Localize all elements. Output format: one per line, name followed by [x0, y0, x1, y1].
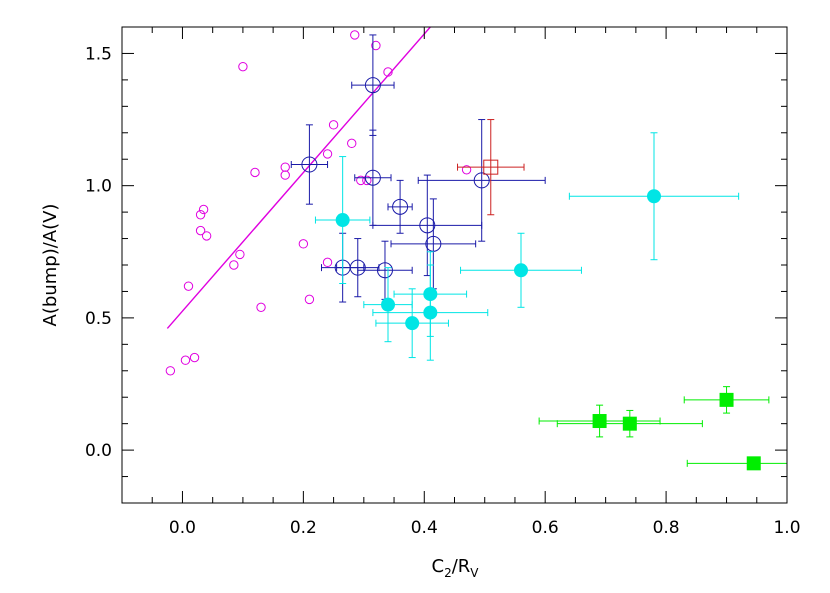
y-tick-label: 0.0: [85, 441, 112, 461]
data-point: [180, 355, 191, 365]
data-point: [350, 30, 360, 40]
fit-line: [166, 27, 431, 329]
data-point: [719, 392, 734, 407]
data-point: [483, 159, 499, 175]
x-axis-label: C2/RV: [431, 556, 479, 580]
data-point: [364, 77, 381, 94]
data-point: [195, 225, 206, 236]
data-point: [371, 40, 381, 51]
data-point: [304, 294, 315, 305]
x-tick-label: 1.0: [773, 518, 800, 538]
data-point: [405, 316, 420, 331]
data-point: [423, 305, 438, 320]
data-point: [280, 162, 290, 172]
data-point: [229, 260, 239, 270]
y-tick-label: 1.5: [85, 44, 112, 64]
data-point: [301, 156, 318, 173]
data-point: [347, 138, 357, 149]
x-tick-label: 0.8: [653, 518, 680, 538]
data-point: [298, 239, 309, 249]
data-point: [473, 172, 490, 189]
data-point: [322, 257, 333, 268]
data-point: [335, 213, 350, 228]
plot-marks: [165, 27, 787, 471]
x-tick-label: 0.0: [169, 518, 196, 538]
x-tick-label: 0.6: [532, 518, 559, 538]
data-point: [195, 210, 206, 220]
data-point: [622, 416, 637, 431]
data-point: [746, 456, 761, 471]
data-point: [381, 297, 395, 312]
data-point: [235, 249, 245, 260]
axis-ticks: 0.0 0.2 0.4 0.6 0.8 1.0 0.0 0.5 1.0 1.5: [85, 26, 801, 538]
data-point: [201, 231, 212, 241]
data-point: [198, 204, 209, 215]
data-point: [592, 414, 607, 429]
plot-content: [165, 27, 787, 471]
data-point: [461, 165, 472, 175]
data-point: [280, 170, 290, 180]
x-tick-label: 0.4: [411, 518, 438, 538]
data-point: [349, 259, 366, 276]
x-label-base: C: [431, 556, 444, 577]
data-point: [328, 120, 339, 130]
data-point: [362, 175, 372, 186]
plot-frame: [121, 26, 788, 504]
data-point: [165, 366, 176, 376]
y-tick-label: 0.5: [85, 309, 112, 329]
x-tick-label: 0.2: [290, 518, 317, 538]
data-point: [189, 352, 200, 363]
data-point: [647, 189, 661, 204]
data-point: [183, 281, 194, 291]
data-point: [356, 175, 366, 186]
data-point: [364, 169, 381, 186]
data-point: [376, 262, 393, 279]
data-point: [419, 217, 436, 234]
data-point: [514, 263, 528, 278]
data-point: [322, 149, 333, 159]
x-label-sub: 2: [444, 566, 452, 580]
data-point: [256, 302, 266, 313]
data-point: [392, 198, 409, 215]
data-point: [250, 167, 260, 178]
x-label-sub: V: [470, 566, 479, 580]
x-label-sep: /R: [452, 556, 471, 577]
data-point: [238, 61, 248, 72]
y-axis-label: A(bump)/A(V): [40, 204, 61, 327]
y-tick-label: 1.0: [85, 177, 112, 197]
